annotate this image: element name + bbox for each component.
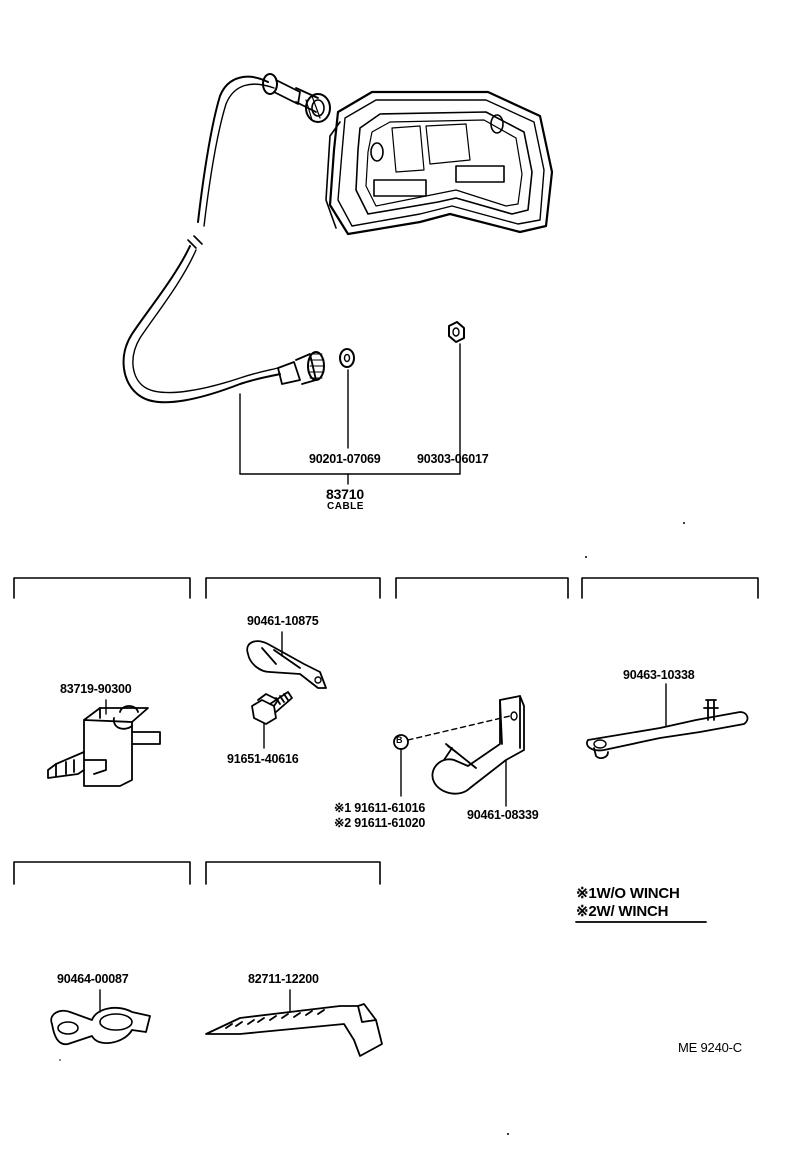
washer-90201: [339, 348, 355, 368]
section-brackets-row1: [13, 577, 759, 599]
band-82711: [205, 1003, 383, 1057]
legend-note-1: ※1W/O WINCH: [576, 885, 680, 902]
dashed-bolt-line: [407, 715, 511, 741]
label-90464: 90464-00087: [57, 972, 129, 986]
label-90303: 90303-06017: [417, 452, 489, 466]
clip-90464: [50, 1006, 151, 1046]
label-90463: 90463-10338: [623, 668, 695, 682]
label-cable-name: CABLE: [327, 501, 364, 512]
label-91611-1: ※1 91611-61016: [334, 801, 426, 815]
label-cable-number: 83710: [326, 486, 364, 502]
label-83719: 83719-90300: [60, 682, 132, 696]
bolt-symbol-letter: B: [396, 735, 403, 745]
clamp-90461-10875: [246, 640, 327, 689]
legend-note-2: ※2W/ WINCH: [576, 903, 669, 920]
bolt-91651: [251, 691, 293, 725]
plate-90463: [586, 699, 749, 759]
speedometer-housing: [325, 90, 554, 236]
scan-specks: [59, 522, 685, 1135]
speedometer-cable: [122, 73, 331, 404]
clamp-90461-08339: [431, 695, 525, 795]
bracket-83719: [47, 705, 161, 787]
label-90461-08339: 90461-08339: [467, 808, 539, 822]
section-brackets-row2: [13, 861, 381, 885]
label-90201: 90201-07069: [309, 452, 381, 466]
drawing-code: ME 9240-C: [678, 1040, 742, 1055]
label-91611-2: ※2 91611-61020: [334, 816, 426, 830]
nut-90303: [448, 321, 465, 343]
label-82711: 82711-12200: [248, 972, 319, 986]
label-90461-10875: 90461-10875: [247, 614, 319, 628]
leader-lines-cable: [239, 343, 461, 485]
label-91651: 91651-40616: [227, 752, 299, 766]
